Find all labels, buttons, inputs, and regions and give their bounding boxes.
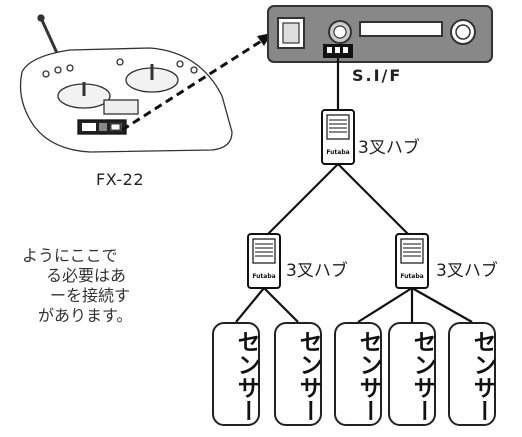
note-line-3: ーを接続す: [50, 286, 131, 305]
hub-right-label: 3叉ハブ: [436, 261, 498, 281]
hub-brand-right: Futaba: [400, 273, 423, 280]
hub-left-icon: [247, 233, 281, 289]
sensor-5-label: センサー: [469, 330, 495, 422]
sensor-4: センサー: [388, 322, 436, 426]
transmitter-illustration: [19, 14, 233, 153]
hub-left-label: 3叉ハブ: [286, 261, 348, 281]
wires: [235, 58, 473, 323]
sensor-2-label: センサー: [295, 330, 321, 422]
hub-brand-top: Futaba: [326, 149, 349, 156]
sif-label: S.I/F: [352, 66, 403, 85]
hub-top-label: 3叉ハブ: [358, 138, 420, 158]
hub-brand-left: Futaba: [252, 273, 275, 280]
hub-top-icon: [321, 109, 355, 165]
hub-right-icon: [395, 233, 429, 289]
sensor-3: センサー: [334, 322, 382, 426]
sensor-5: センサー: [448, 322, 496, 426]
transmitter-model-label: FX-22: [96, 170, 144, 189]
dashed-link: [121, 36, 267, 132]
sensor-2: センサー: [274, 322, 322, 426]
sensor-4-label: センサー: [409, 330, 435, 422]
sif-device-illustration: [267, 5, 493, 63]
sensor-1: センサー: [212, 322, 260, 426]
note-line-2: る必要はあ: [46, 266, 127, 285]
note-line-4: があります。: [38, 306, 133, 325]
sensor-3-label: センサー: [355, 330, 381, 422]
note-line-1: ようにここで: [22, 246, 118, 265]
explanatory-note: ようにここで る必要はあ ーを接続す があります。: [0, 246, 200, 336]
sensor-1-label: センサー: [233, 330, 259, 422]
